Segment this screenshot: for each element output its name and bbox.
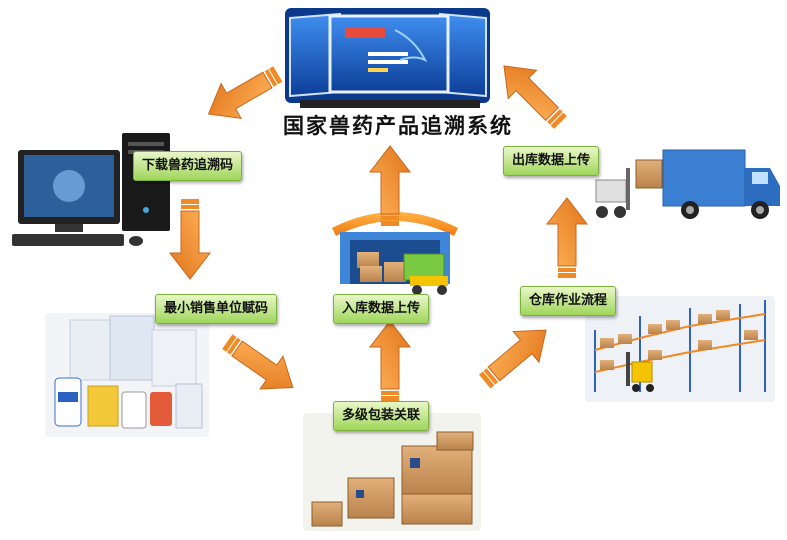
step-warehouse-out-upload: 出库数据上传 — [503, 146, 600, 176]
arrow-package-to-warehouse-in — [369, 320, 411, 402]
warehouse-illustration — [332, 212, 458, 295]
system-monitor-wall-illustration — [285, 8, 490, 108]
truck-forklift-illustration — [595, 149, 780, 219]
multi-level-boxes-photo — [303, 413, 481, 531]
step-multi-level-package: 多级包装关联 — [333, 401, 430, 431]
desktop-computer-illustration — [12, 133, 170, 246]
arrow-operation-to-warehouse-out — [546, 197, 588, 279]
step-min-sale-unit: 最小销售单位赋码 — [155, 294, 278, 324]
arrow-computer-to-sale-unit — [169, 198, 211, 280]
step-download-code: 下载兽药追溯码 — [133, 151, 243, 181]
arrow-sale-unit-to-package — [215, 324, 305, 405]
medicine-products-photo — [45, 313, 209, 437]
system-title: 国家兽药产品追溯系统 — [283, 113, 513, 138]
step-warehouse-operation: 仓库作业流程 — [520, 286, 617, 316]
arrow-package-to-warehouse-operation — [471, 314, 560, 398]
warehouse-racks-photo — [585, 296, 775, 402]
step-warehouse-in-upload: 入库数据上传 — [333, 294, 430, 324]
